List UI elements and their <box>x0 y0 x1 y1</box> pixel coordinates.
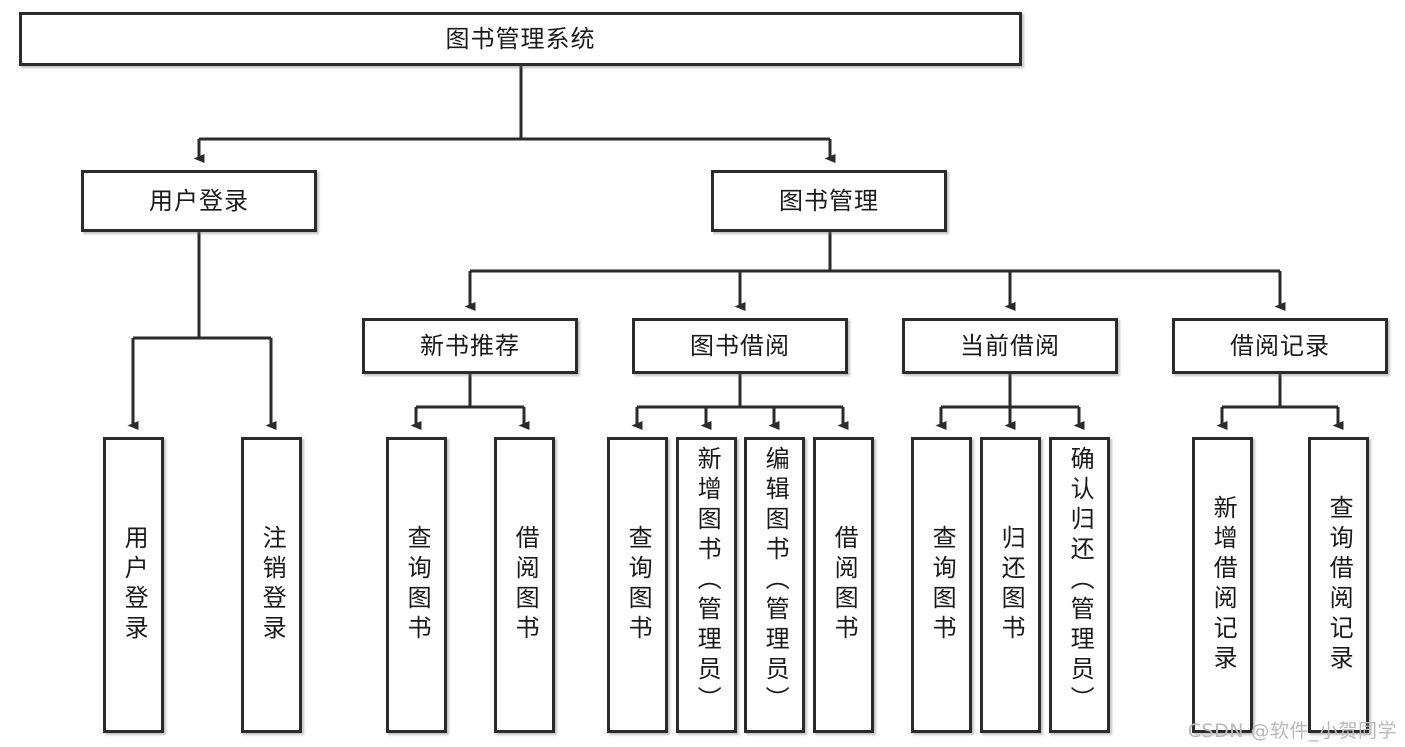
node-borrow-record-label: 借阅记录 <box>1230 331 1330 360</box>
node-leaf-query-book-1[interactable]: 查询图书 <box>386 437 447 733</box>
node-user-login[interactable]: 用户登录 <box>81 170 317 232</box>
node-leaf-return-book-label: 归还图书 <box>997 525 1026 645</box>
node-borrow-record[interactable]: 借阅记录 <box>1172 318 1388 374</box>
node-current-borrow[interactable]: 当前借阅 <box>902 318 1118 374</box>
csdn-watermark: CSDN @软件_小贺同学 <box>1187 720 1397 742</box>
node-leaf-query-record[interactable]: 查询借阅记录 <box>1308 437 1369 733</box>
node-leaf-confirm-return-label: 确认归还（管理员） <box>1066 446 1095 716</box>
node-new-book-recommend-label: 新书推荐 <box>420 331 520 360</box>
node-leaf-query-book-3-label: 查询图书 <box>928 525 957 645</box>
node-leaf-confirm-return[interactable]: 确认归还（管理员） <box>1049 437 1110 733</box>
node-leaf-add-book[interactable]: 新增图书（管理员） <box>676 437 737 733</box>
node-leaf-query-book-2-label: 查询图书 <box>624 525 653 645</box>
node-leaf-edit-book-label: 编辑图书（管理员） <box>761 446 790 716</box>
node-leaf-borrow-book-2-label: 借阅图书 <box>830 525 859 645</box>
node-leaf-user-logout[interactable]: 注销登录 <box>241 437 302 733</box>
node-book-manage-label: 图书管理 <box>779 186 879 215</box>
node-leaf-query-record-label: 查询借阅记录 <box>1325 495 1354 675</box>
node-leaf-borrow-book-2[interactable]: 借阅图书 <box>813 437 874 733</box>
node-leaf-borrow-book-1[interactable]: 借阅图书 <box>494 437 555 733</box>
node-leaf-query-book-3[interactable]: 查询图书 <box>911 437 972 733</box>
node-leaf-query-book-2[interactable]: 查询图书 <box>607 437 668 733</box>
node-leaf-user-login[interactable]: 用户登录 <box>103 437 164 733</box>
node-leaf-user-logout-label: 注销登录 <box>258 525 287 645</box>
node-new-book-recommend[interactable]: 新书推荐 <box>362 318 578 374</box>
node-leaf-add-record-label: 新增借阅记录 <box>1209 495 1238 675</box>
node-leaf-add-record[interactable]: 新增借阅记录 <box>1192 437 1253 733</box>
node-book-borrow[interactable]: 图书借阅 <box>632 318 848 374</box>
node-root-label: 图书管理系统 <box>445 24 596 53</box>
node-leaf-edit-book[interactable]: 编辑图书（管理员） <box>744 437 805 733</box>
node-leaf-query-book-1-label: 查询图书 <box>403 525 432 645</box>
node-current-borrow-label: 当前借阅 <box>960 331 1060 360</box>
node-leaf-borrow-book-1-label: 借阅图书 <box>511 525 540 645</box>
node-book-manage[interactable]: 图书管理 <box>711 170 947 232</box>
node-user-login-label: 用户登录 <box>149 186 249 215</box>
node-leaf-add-book-label: 新增图书（管理员） <box>693 446 722 716</box>
node-leaf-user-login-label: 用户登录 <box>120 525 149 645</box>
node-leaf-return-book[interactable]: 归还图书 <box>980 437 1041 733</box>
node-root[interactable]: 图书管理系统 <box>19 12 1022 66</box>
node-book-borrow-label: 图书借阅 <box>690 331 790 360</box>
